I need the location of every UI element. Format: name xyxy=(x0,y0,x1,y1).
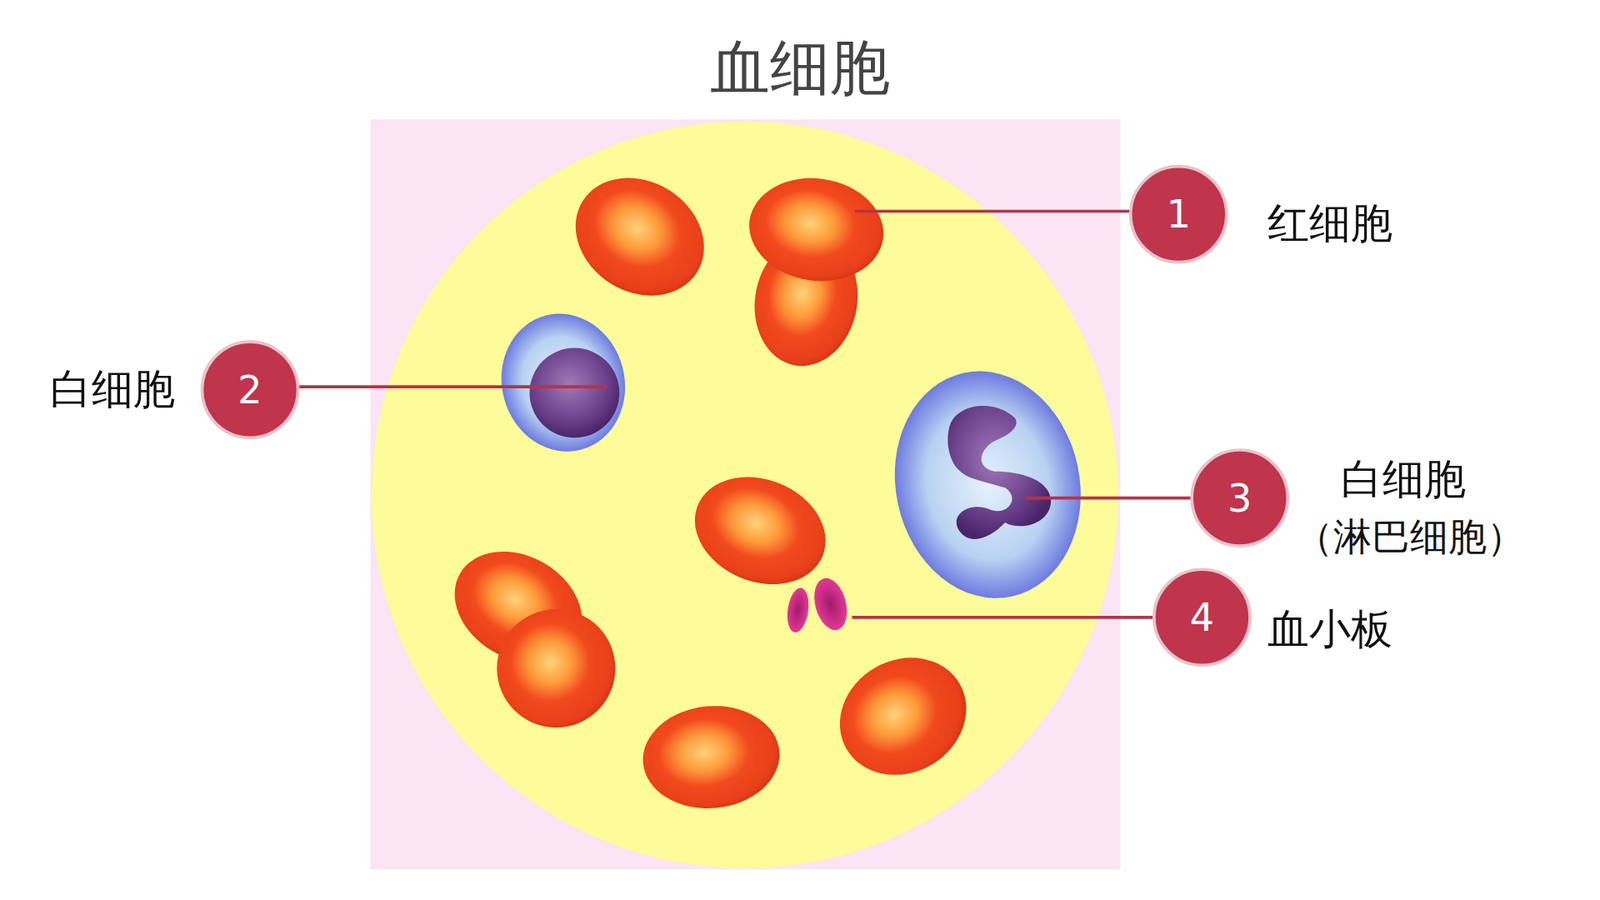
microscope-field xyxy=(371,121,1119,869)
part-name: （淋巴细胞） xyxy=(1295,515,1525,560)
leader-lines xyxy=(299,210,1192,617)
diagram-title: 血细胞 xyxy=(710,32,890,102)
platelets xyxy=(785,574,853,634)
callout-number: 1 xyxy=(1166,192,1191,237)
part-name: 白细胞 xyxy=(50,365,175,415)
part-name: 白细胞 xyxy=(1340,455,1466,505)
callout-number: 3 xyxy=(1227,475,1252,520)
callout-number: 2 xyxy=(237,367,262,412)
callout-number: 4 xyxy=(1190,595,1215,640)
part-name: 红细胞 xyxy=(1267,200,1393,250)
slide-background xyxy=(370,119,1120,870)
white-blood-cell xyxy=(485,300,640,466)
callout-circles xyxy=(201,166,1288,666)
part-name: 血小板 xyxy=(1267,605,1393,655)
lymphocyte xyxy=(874,354,1102,616)
